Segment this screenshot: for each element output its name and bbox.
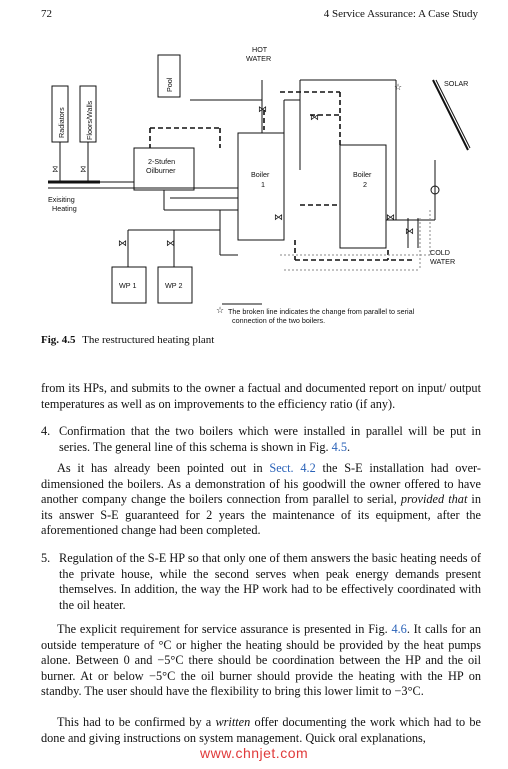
svg-text:⋈: ⋈ [258,104,267,114]
paragraph-2: As it has already been pointed out in Se… [41,461,481,539]
figure-caption-text: The restructured heating plant [82,334,215,346]
wp1-box [111,266,147,304]
boiler2-label-1: Boiler [353,170,372,179]
heating-plant-diagram: ⋈ ⋈ ⧖ ⧖ ⋈ ⋈ ⋈ ⋈ ⋈ ☆ ☆ HOT WATER Pool SOLAR R… [48,45,471,325]
list-item-4-text-b: . [347,439,351,454]
svg-text:⧖: ⧖ [52,164,58,174]
svg-text:⋈: ⋈ [166,238,175,248]
paragraph-2-c: in its answer S-E guaranteed for 2 years… [41,492,481,538]
burner-label-2: Oilburner [146,166,176,175]
list-item-5-text: Regulation of the S-E HP so that only on… [59,551,481,612]
paragraph-2-a: As it has already been pointed out in [57,461,270,475]
star-icon: ☆ [216,305,224,315]
paragraph-4-em: written [215,715,251,729]
watermark: www.chnjet.com [200,745,309,761]
list-item-5: 5. Regulation of the S-E HP so that only… [41,551,481,613]
note-line-2: connection of the two boilers. [232,316,325,325]
figure-caption-label: Fig. 4.5 [41,334,76,346]
list-item-4: 4. Confirmation that the two boilers whi… [41,424,481,455]
existing-label-2: Heating [52,204,77,213]
section-ref-link[interactable]: Sect. 4.2 [269,461,316,475]
paragraph-3-a: The explicit requirement for service ass… [57,622,392,636]
hot-water-label-2: WATER [246,54,271,63]
hot-water-label: HOT [252,45,268,54]
paragraph-1: from its HPs, and submits to the owner a… [41,381,481,412]
boiler1-label-1: Boiler [251,170,270,179]
boiler2-label-2: 2 [363,180,367,189]
paragraph-1-text: from its HPs, and submits to the owner a… [41,381,481,411]
list-item-4-text-a: Confirmation that the two boilers which … [59,424,481,454]
note-line-1: The broken line indicates the change fro… [228,307,415,316]
wp2-label: WP 2 [165,281,182,290]
boiler1-box [237,132,285,241]
list-number: 5. [41,551,51,565]
svg-text:⋈: ⋈ [118,238,127,248]
burner-label-1: 2-Stufen [148,157,175,166]
cold-water-label-1: COLD [430,248,450,257]
boiler1-label-2: 1 [261,180,265,189]
boiler2-box [339,144,387,249]
radiators-label: Radiators [57,107,66,138]
figure-ref-link-2[interactable]: 4.6 [391,622,407,636]
paragraph-4-b: offer documenting the work which had to … [41,715,481,745]
solar-label: SOLAR [444,79,468,88]
figure-ref-link[interactable]: 4.5 [331,439,348,454]
figure-caption: Fig. 4.5 The restructured heating plant [41,334,214,346]
paragraph-2-b: the S-E installation had over-dimensione… [41,461,481,507]
svg-text:⧖: ⧖ [80,164,86,174]
running-head: 4 Service Assurance: A Case Study [323,8,478,20]
svg-text:⋈: ⋈ [310,112,319,122]
pool-label: Pool [165,77,174,92]
floors-walls-label: Floors/Walls [85,100,94,140]
paragraph-2-em: provided that [400,492,468,507]
list-number: 4. [41,424,51,438]
paragraph-3: The explicit requirement for service ass… [41,622,481,700]
paragraph-3-b: . It calls for an outside temperature of… [41,622,481,699]
cold-water-label-2: WATER [430,257,455,266]
page-number: 72 [41,8,52,20]
existing-label-1: Exisiting [48,195,75,204]
wp2-box [157,266,193,304]
star-icon: ☆ [394,82,402,92]
paragraph-4: This had to be confirmed by a written of… [41,715,481,746]
svg-text:⋈: ⋈ [274,212,283,222]
svg-text:⋈: ⋈ [405,226,414,236]
pool-box [157,54,181,98]
paragraph-4-a: This had to be confirmed by a [57,715,216,729]
svg-text:⋈: ⋈ [386,212,395,222]
wp1-label: WP 1 [119,281,136,290]
